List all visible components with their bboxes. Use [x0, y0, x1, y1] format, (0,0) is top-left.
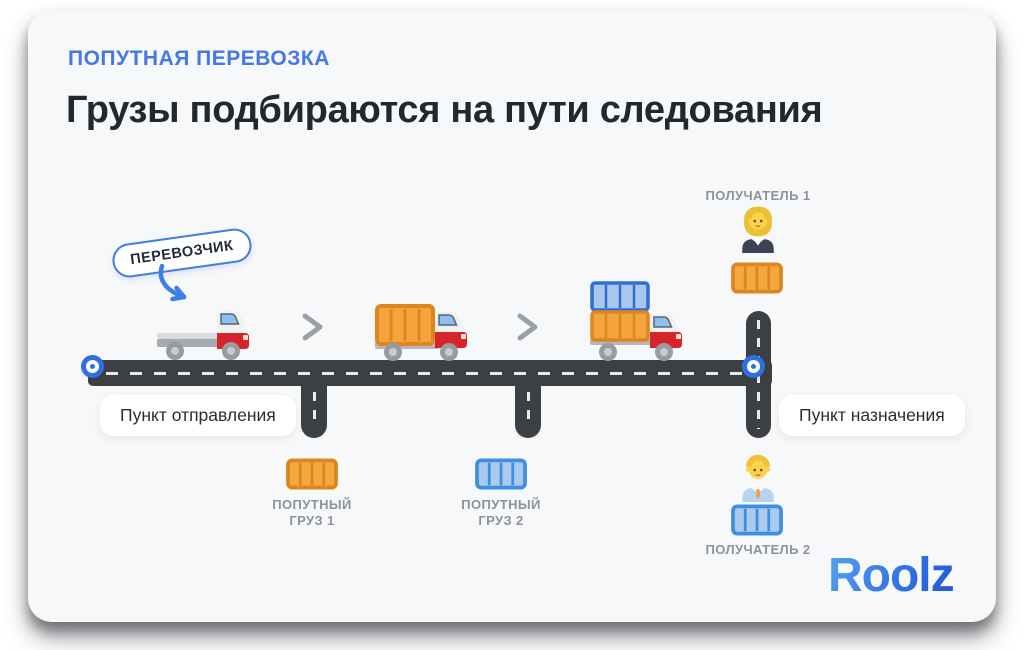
branch-road-1	[301, 380, 327, 438]
woman-recipient-icon	[742, 206, 774, 253]
main-road	[88, 360, 772, 386]
recipient-2-label: ПОЛУЧАТЕЛЬ 2	[705, 542, 811, 557]
man-recipient-icon	[742, 454, 774, 502]
road-dashes	[757, 320, 760, 429]
road-dashes	[106, 371, 760, 375]
eyebrow-label: ПОПУТНАЯ ПЕРЕВОЗКА	[68, 47, 330, 70]
cargo-orange-icon	[731, 262, 783, 294]
recipient-1-label: ПОЛУЧАТЕЛЬ 1	[705, 188, 811, 203]
origin-pill: Пункт отправления	[100, 395, 296, 436]
road-dashes	[526, 392, 530, 428]
cargo-blue-icon	[731, 504, 783, 536]
truck-one-cargo-icon	[375, 304, 467, 361]
cargo-blue-icon	[475, 458, 527, 490]
chevron-right-icon	[302, 313, 323, 341]
chevron-right-icon	[517, 313, 538, 341]
destination-pill: Пункт назначения	[779, 395, 965, 436]
curved-arrow-icon	[158, 264, 187, 302]
page-title: Грузы подбираются на пути следования	[66, 89, 823, 131]
branch-road-2	[515, 380, 541, 438]
empty-truck-icon	[157, 311, 249, 360]
cargo-orange-icon	[286, 458, 338, 490]
side-cargo-1-label: ПОПУТНЫЙ ГРУЗ 1	[272, 497, 352, 528]
destination-marker-icon	[747, 360, 760, 373]
truck-two-cargo-icon	[590, 281, 682, 361]
origin-marker-icon	[86, 360, 99, 373]
road-dashes	[312, 392, 316, 428]
destination-cross-road	[746, 311, 771, 438]
roolz-logo: Roolz	[828, 549, 955, 602]
side-cargo-2-label: ПОПУТНЫЙ ГРУЗ 2	[461, 497, 541, 528]
infographic-card: ПОПУТНАЯ ПЕРЕВОЗКА Грузы подбираются на …	[28, 10, 996, 622]
